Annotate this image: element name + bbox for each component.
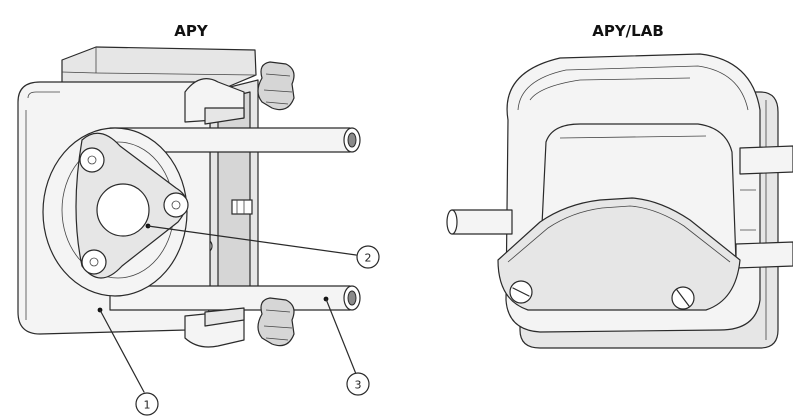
apy-lab-tube-right-lower bbox=[735, 241, 793, 269]
apy-knob-bottom bbox=[257, 297, 295, 347]
apy-side-clamp bbox=[231, 199, 253, 215]
callout-1-label: 1 bbox=[144, 399, 151, 412]
apy-rotor-hub bbox=[96, 183, 150, 237]
apy-pump-illustration bbox=[17, 46, 361, 348]
apy-roller-1 bbox=[79, 147, 105, 173]
callout-3: 3 bbox=[323, 296, 370, 396]
callout-1: 1 bbox=[97, 307, 159, 416]
callout-2-label: 2 bbox=[365, 252, 372, 265]
apy-tube-lower bbox=[109, 285, 355, 311]
callout-3-label: 3 bbox=[355, 379, 362, 392]
apy-lab-tube-left bbox=[451, 209, 513, 235]
apy-roller-3 bbox=[81, 249, 107, 275]
apy-roller-2 bbox=[163, 192, 189, 218]
apy-knob-top bbox=[257, 61, 295, 111]
apy-lab-pump-illustration bbox=[446, 53, 793, 349]
callout-2: 2 bbox=[145, 223, 380, 269]
apy-lab-tube-right-upper bbox=[739, 145, 793, 175]
title-apy-lab: APY/LAB bbox=[592, 22, 664, 40]
title-apy: APY bbox=[174, 22, 209, 40]
apy-lab-clamp-plate bbox=[497, 197, 741, 311]
